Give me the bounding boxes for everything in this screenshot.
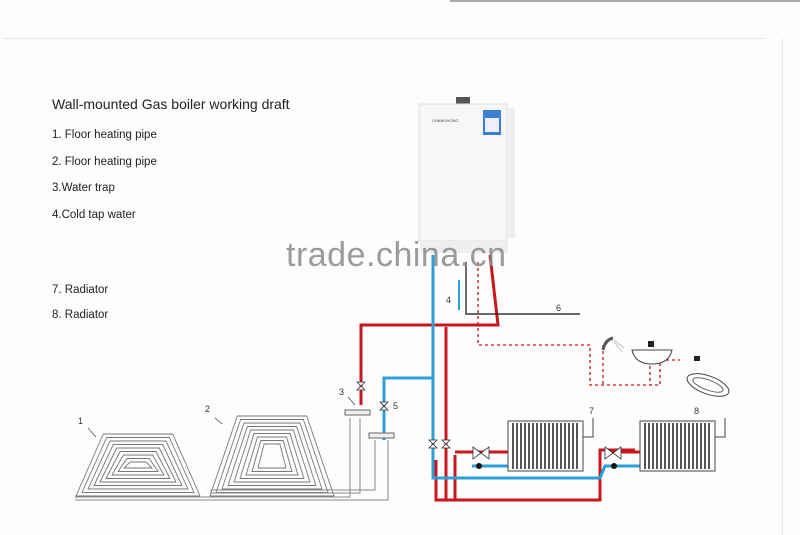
boiler-brand-label: CHANGHONG	[432, 118, 458, 123]
coil-loop	[75, 433, 201, 497]
manifold-5	[368, 432, 395, 439]
legend-item-1: 1. Floor heating pipe	[52, 129, 157, 141]
valve-icon	[379, 401, 389, 411]
frame-top-border	[450, 0, 800, 2]
boiler-bottom	[420, 241, 508, 253]
valve-icon	[428, 439, 438, 449]
coil-loop	[105, 451, 171, 479]
legend-item-8: 8. Radiator	[52, 309, 109, 321]
coil-loop	[111, 454, 165, 476]
diagram-title: Wall-mounted Gas boiler working draft	[52, 96, 290, 112]
cold-main-pipe	[431, 255, 480, 480]
callout-8: 8	[694, 406, 699, 416]
radiator-8	[639, 418, 726, 472]
coil-loop	[245, 436, 299, 476]
thermostatic-valve-icon	[604, 446, 622, 460]
coil-loop	[227, 426, 317, 486]
flue-outlet	[456, 97, 470, 105]
legend-item-3: 3.Water trap	[52, 182, 115, 194]
drain-pipe-6	[465, 262, 580, 315]
callout-3: 3	[339, 387, 344, 397]
bathtub-icon	[686, 356, 730, 397]
thermostatic-valve-icon	[472, 446, 490, 460]
legend-item-7: 7. Radiator	[52, 284, 109, 296]
floor-heating-coils	[75, 415, 335, 497]
valves	[356, 381, 622, 460]
coil-loop	[93, 444, 183, 486]
callout-2: 2	[205, 404, 210, 414]
coil-loop	[221, 422, 323, 490]
lockshield-valve-icon	[476, 463, 482, 469]
radiator-7	[507, 418, 594, 472]
coil-loop	[117, 458, 159, 472]
sink-icon	[631, 341, 673, 365]
coil-loop	[257, 443, 287, 469]
callout-7: 7	[589, 406, 594, 416]
frame-divider	[2, 38, 764, 39]
valve-icon	[441, 439, 451, 449]
hot-main-down	[434, 327, 448, 502]
coil-loop	[87, 440, 189, 490]
coil-loop	[239, 433, 305, 479]
coil-loop	[209, 415, 335, 497]
valve-icon	[356, 381, 366, 391]
boiler-side	[507, 108, 515, 238]
cold-branch-pipe	[382, 376, 433, 440]
shower-head-icon	[601, 336, 625, 353]
coil-loop	[251, 440, 293, 472]
manifold-3	[344, 409, 371, 416]
coil-loop	[99, 447, 177, 483]
coil-loop	[123, 461, 153, 469]
callout-6: 6	[556, 303, 561, 313]
frame-right-border	[782, 38, 783, 535]
coil-loop	[233, 429, 311, 483]
boiler-unit: CHANGHONG	[418, 97, 515, 253]
hot-supply-pipe	[359, 254, 500, 405]
callout-5: 5	[393, 401, 398, 411]
coil-loop	[81, 437, 195, 493]
callout-1: 1	[78, 416, 83, 426]
lockshield-valve-icon	[611, 463, 617, 469]
callout-4: 4	[446, 295, 451, 305]
hot-water-pipes	[359, 254, 640, 502]
legend-item-2: 2. Floor heating pipe	[52, 156, 157, 168]
watermark: trade.china.cn	[286, 236, 507, 274]
legend-item-4: 4.Cold tap water	[52, 209, 136, 221]
